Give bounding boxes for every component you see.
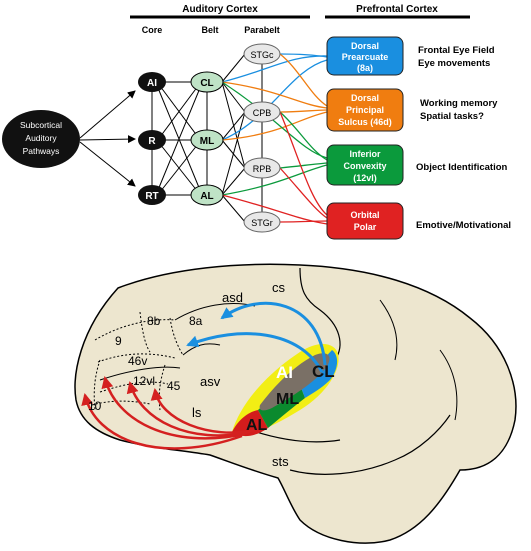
function-emotive-motivational: Emotive/Motivational	[416, 220, 511, 231]
svg-text:ML: ML	[200, 136, 214, 147]
svg-text:Sulcus (46d): Sulcus (46d)	[338, 117, 392, 127]
svg-text:STGc: STGc	[250, 50, 274, 60]
svg-text:AI: AI	[147, 78, 157, 89]
svg-text:CL: CL	[200, 78, 213, 89]
projection-arrow-to-46d	[186, 332, 324, 373]
prefrontal-box-dorsal-principal-sulcus: Dorsal Principal Sulcus (46d)	[326, 88, 404, 132]
central-sulcus	[299, 267, 341, 361]
source-arrows	[79, 90, 136, 187]
parabelt-node-stgr: STGr	[243, 211, 281, 233]
label-cs: cs	[272, 280, 286, 295]
label-46v: 46v	[128, 354, 147, 368]
source-label-1: Subcortical	[20, 120, 62, 130]
belt-parabelt-connections	[206, 53, 263, 223]
postcentral-sulcus	[379, 299, 398, 361]
label-10: 10	[88, 399, 102, 413]
prefrontal-box-dorsal-prearcuate: Dorsal Prearcuate (8a)	[326, 36, 404, 76]
svg-text:CPB: CPB	[253, 108, 272, 118]
function-working-memory: Working memory	[420, 98, 498, 109]
svg-text:AL: AL	[200, 191, 213, 202]
prefrontal-projections	[221, 53, 328, 225]
brain-illustration: cs asd 8b 8a 9 46v 12vl 45 10 asv ls sts…	[74, 263, 517, 544]
auditory-cortex-heading: Auditory Cortex	[182, 4, 258, 15]
label-ml: ML	[276, 391, 299, 408]
core-node-rt: RT	[138, 185, 166, 205]
svg-text:RPB: RPB	[253, 164, 272, 174]
belt-al-region	[232, 410, 268, 437]
core-node-ai: AI	[138, 72, 166, 92]
function-spatial-tasks: Spatial tasks?	[420, 111, 484, 122]
svg-text:Dorsal: Dorsal	[351, 93, 379, 103]
prefrontal-cortex-heading: Prefrontal Cortex	[356, 4, 438, 15]
function-eye-movements: Eye movements	[418, 58, 490, 69]
label-ai: AI	[276, 363, 293, 382]
svg-text:Inferior: Inferior	[349, 149, 381, 159]
svg-text:Dorsal: Dorsal	[351, 41, 379, 51]
source-label-2: Auditory	[25, 133, 57, 143]
projection-arrow-to-46v	[101, 376, 246, 440]
projection-arrow-to-12vl	[126, 381, 251, 437]
svg-text:R: R	[148, 136, 156, 147]
label-asv: asv	[200, 374, 221, 389]
svg-text:Principal: Principal	[346, 105, 384, 115]
svg-text:STGr: STGr	[251, 218, 273, 228]
parabelt-node-cpb: CPB	[243, 101, 281, 123]
belt-node-cl: CL	[190, 71, 224, 93]
parabelt-node-rpb: RPB	[243, 157, 281, 179]
prefrontal-box-inferior-convexity: Inferior Convexity (12vl)	[326, 144, 404, 186]
belt-heading: Belt	[201, 25, 218, 35]
label-al: AL	[246, 417, 268, 434]
core-ai-region	[259, 353, 330, 411]
label-9: 9	[115, 334, 122, 348]
superior-temporal-sulcus	[289, 414, 451, 475]
projection-arrow-to-10	[81, 393, 243, 450]
belt-node-al: AL	[190, 184, 224, 206]
label-sts: sts	[272, 454, 289, 469]
label-8b: 8b	[147, 314, 161, 328]
svg-text:Orbital: Orbital	[350, 210, 379, 220]
svg-text:(12vl): (12vl)	[353, 173, 377, 183]
function-frontal-eye-field: Frontal Eye Field	[418, 45, 495, 56]
subcortical-pathways-node: Subcortical Auditory Pathways	[2, 110, 80, 168]
svg-text:(8a): (8a)	[357, 63, 373, 73]
svg-text:Convexity: Convexity	[343, 161, 386, 171]
intraparietal-sulcus	[439, 349, 458, 421]
core-node-r: R	[138, 130, 166, 150]
label-cl: CL	[312, 362, 335, 381]
projection-arrow-to-8a	[220, 301, 327, 366]
label-45: 45	[167, 379, 181, 393]
function-object-identification: Object Identification	[416, 162, 508, 173]
svg-text:Prearcuate: Prearcuate	[342, 52, 389, 62]
belt-node-ml: ML	[190, 129, 224, 151]
prefrontal-box-orbital-polar: Orbital Polar	[326, 202, 404, 240]
source-label-3: Pathways	[23, 146, 60, 156]
core-heading: Core	[142, 25, 163, 35]
label-8a: 8a	[189, 314, 203, 328]
parabelt-node-stgc: STGc	[243, 43, 281, 65]
projection-arrow-to-45	[150, 388, 256, 434]
svg-text:Polar: Polar	[354, 222, 377, 232]
arcuate-sulcus-ventral	[182, 343, 221, 356]
label-asd: asd	[222, 290, 243, 305]
label-ls: ls	[192, 405, 202, 420]
label-12vl: 12vl	[133, 374, 155, 388]
parabelt-heading: Parabelt	[244, 25, 280, 35]
svg-text:RT: RT	[145, 191, 158, 202]
